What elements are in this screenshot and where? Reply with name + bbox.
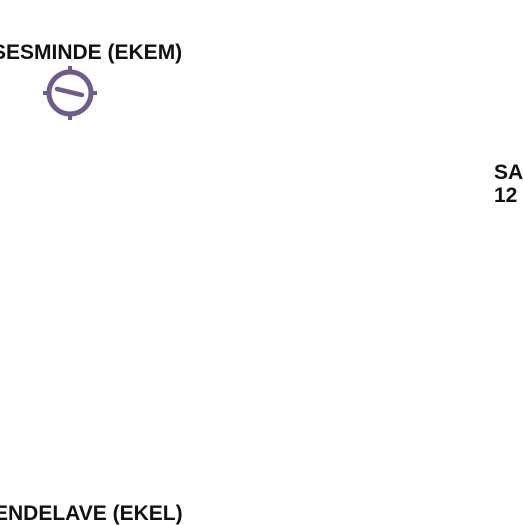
airport-label-ekem: SESMINDE (EKEM)	[0, 41, 183, 64]
airport-label-ekel: ENDELAVE (EKEL)	[0, 502, 183, 525]
airport-label-right-line1: SA	[494, 161, 523, 184]
aeronautical-chart: SESMINDE (EKEM) SA 12 ENDELAVE (EKEL)	[0, 41, 523, 525]
airport-label-right: SA 12	[494, 161, 523, 207]
airport-label-right-line2: 12	[494, 184, 518, 207]
airport-symbol-icon[interactable]	[40, 64, 100, 122]
